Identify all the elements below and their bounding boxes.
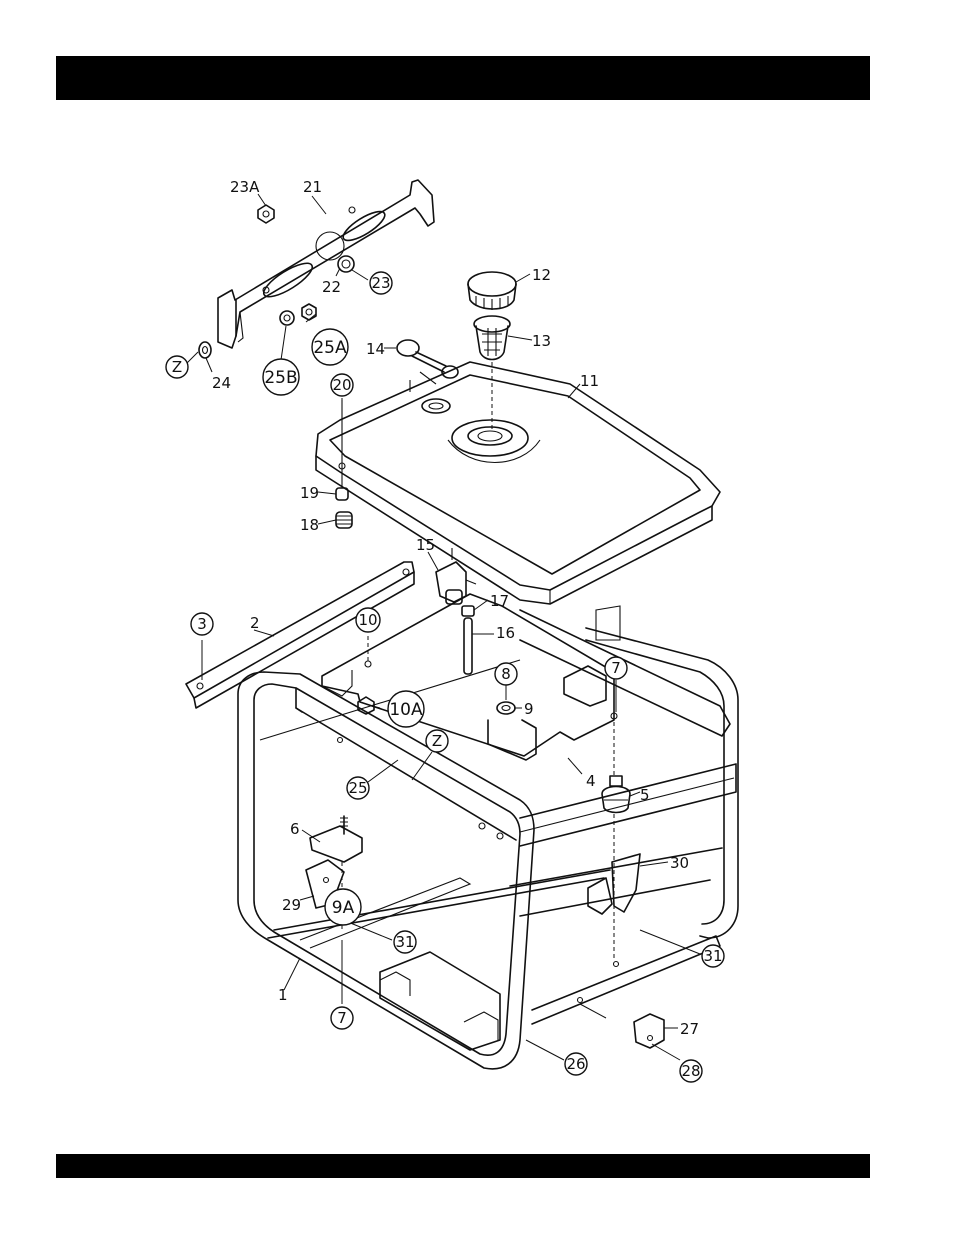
label-13: 13: [532, 332, 551, 350]
nut-25a: [302, 304, 316, 320]
label-15: 15: [416, 536, 435, 554]
label-18: 18: [300, 516, 319, 534]
callout-9a: 9A: [325, 889, 361, 925]
svg-text:25B: 25B: [264, 368, 297, 388]
alignment-lines: [342, 362, 614, 960]
svg-text:23: 23: [371, 274, 390, 292]
callout-7-bottom: 7: [331, 1007, 353, 1029]
fuel-tank-11: [316, 362, 720, 604]
label-23a: 23A: [230, 178, 260, 196]
label-11: 11: [580, 372, 599, 390]
label-16: 16: [496, 624, 515, 642]
callout-7-top: 7: [605, 657, 627, 679]
label-9: 9: [524, 700, 534, 718]
label-24: 24: [212, 374, 231, 392]
leader-lines: [186, 194, 700, 1060]
callout-10: 10: [356, 608, 380, 632]
svg-text:10A: 10A: [389, 700, 423, 720]
label-12: 12: [532, 266, 551, 284]
bracket-21: [218, 180, 434, 348]
svg-text:7: 7: [337, 1009, 347, 1027]
svg-text:8: 8: [501, 665, 511, 683]
label-14: 14: [366, 340, 385, 358]
callout-28: 28: [680, 1060, 702, 1082]
label-21: 21: [303, 178, 322, 196]
fuel-strainer-13: [474, 316, 510, 360]
hose-clamp-17: [462, 606, 474, 616]
label-1: 1: [278, 986, 288, 1004]
callout-8: 8: [495, 663, 517, 685]
label-27: 27: [680, 1020, 699, 1038]
callout-23: 23: [370, 272, 392, 294]
fuel-hose-16: [464, 618, 472, 674]
callout-z-mid: Z: [426, 730, 448, 752]
svg-text:28: 28: [681, 1062, 700, 1080]
svg-text:31: 31: [703, 947, 722, 965]
label-5: 5: [640, 786, 650, 804]
svg-text:9A: 9A: [332, 898, 355, 918]
label-6: 6: [290, 820, 300, 838]
svg-text:31: 31: [395, 933, 414, 951]
svg-text:20: 20: [332, 376, 351, 394]
callout-10a: 10A: [388, 691, 424, 727]
fuel-cap-12: [468, 272, 516, 310]
callout-25: 25: [347, 777, 369, 799]
washer-25b: [280, 311, 294, 325]
washer-24: [199, 342, 211, 358]
label-22: 22: [322, 278, 341, 296]
label-2: 2: [250, 614, 260, 632]
hardware-23a: [258, 205, 274, 223]
spacer-18: [336, 512, 352, 528]
label-4: 4: [586, 772, 596, 790]
svg-text:Z: Z: [432, 732, 442, 750]
callout-25a: 25A: [312, 329, 348, 365]
svg-text:Z: Z: [172, 358, 182, 376]
fuel-valve-15: [436, 548, 476, 604]
nut-9: [497, 702, 515, 714]
callout-20: 20: [331, 374, 353, 396]
bracket-27: [634, 1014, 664, 1048]
callout-z-top: Z: [166, 356, 188, 378]
svg-text:7: 7: [611, 659, 621, 677]
label-29: 29: [282, 896, 301, 914]
svg-text:25: 25: [348, 779, 367, 797]
callout-25b: 25B: [263, 359, 299, 395]
svg-text:3: 3: [197, 615, 207, 633]
footer-bar: [56, 1154, 870, 1178]
engine-mount-6: [310, 816, 362, 862]
svg-text:10: 10: [358, 611, 377, 629]
callout-31-left: 31: [394, 931, 416, 953]
callout-3: 3: [191, 613, 213, 635]
callout-26: 26: [565, 1053, 587, 1075]
label-17: 17: [490, 592, 509, 610]
hardware-22-23: [338, 256, 354, 272]
rail-2: [186, 562, 414, 708]
label-30: 30: [670, 854, 689, 872]
svg-text:25A: 25A: [313, 338, 347, 358]
callout-31-right: 31: [702, 945, 724, 967]
svg-text:26: 26: [566, 1055, 585, 1073]
label-19: 19: [300, 484, 319, 502]
